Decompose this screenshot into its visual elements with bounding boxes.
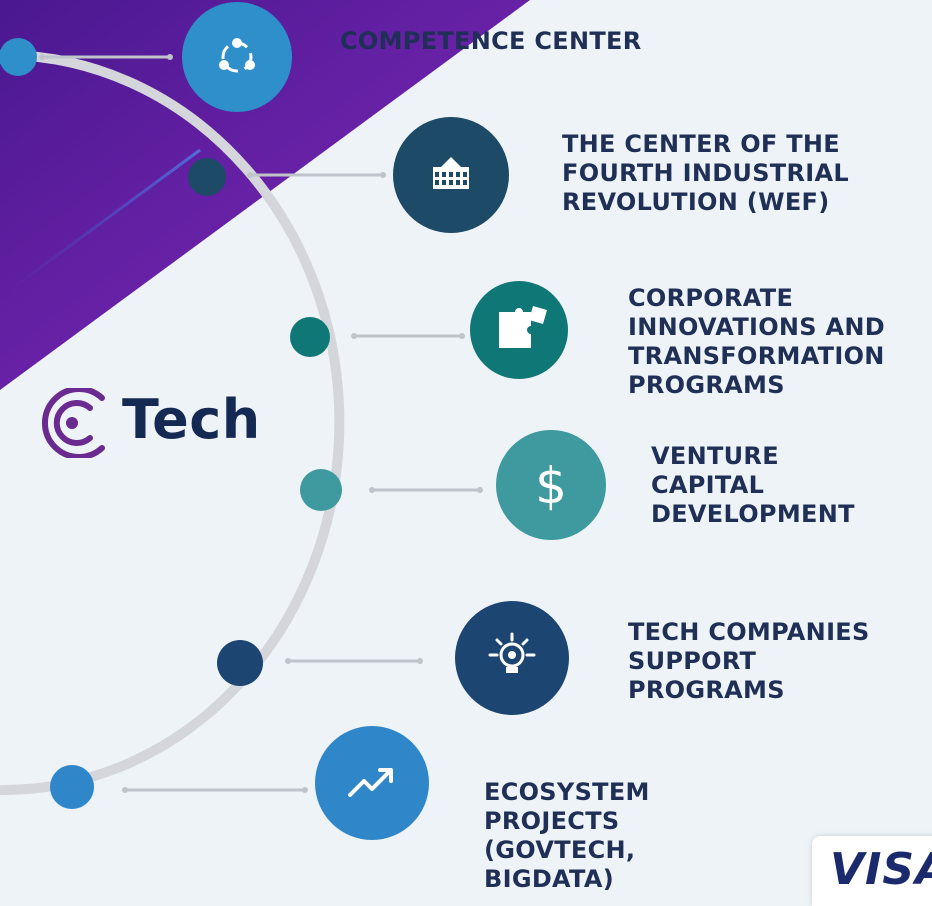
puzzle-icon	[499, 306, 547, 348]
timeline-dot	[0, 38, 37, 76]
item-label-line: DEVELOPMENT	[651, 500, 855, 528]
icon-circle	[496, 430, 606, 540]
connector-end	[39, 54, 45, 60]
share-network-icon	[219, 38, 255, 73]
connector-end	[247, 172, 253, 178]
item-icon-badge	[455, 601, 569, 715]
connector-end	[380, 172, 386, 178]
item-icon-badge	[182, 2, 292, 112]
building-icon	[433, 157, 469, 189]
item-label-line: SUPPORT	[628, 647, 757, 675]
timeline-dot	[188, 158, 226, 196]
item-label-line: TRANSFORMATION	[628, 342, 885, 370]
item-label-line: (GOVTECH,	[484, 836, 636, 864]
partner-logo: VISA	[812, 836, 932, 906]
item-label: COMPETENCE CENTER	[340, 27, 642, 56]
connector-end	[167, 54, 173, 60]
item-label-line: PROGRAMS	[628, 371, 785, 399]
connector-end	[477, 487, 483, 493]
connector-end	[302, 787, 308, 793]
connector-end	[351, 333, 357, 339]
item-label-line: VENTURE	[651, 442, 779, 470]
item-label-line: TECH COMPANIES	[628, 618, 870, 646]
connector-end	[369, 487, 375, 493]
connector-end	[417, 658, 423, 664]
c-rings-logo-icon	[42, 386, 105, 460]
brand-name: Tech	[122, 388, 261, 451]
timeline-dot	[50, 765, 94, 809]
timeline-dot	[290, 317, 330, 357]
item-label-line: CAPITAL	[651, 471, 765, 499]
dollar-icon: $	[535, 457, 567, 515]
item-label-line: CORPORATE	[628, 284, 794, 312]
trend-up-icon	[348, 768, 393, 797]
item-label-line: REVOLUTION (WEF)	[562, 188, 830, 216]
svg-text:$: $	[535, 457, 567, 515]
icon-circle	[315, 726, 429, 840]
icon-circle	[182, 2, 292, 112]
light-streak	[9, 148, 201, 292]
item-label-line: PROGRAMS	[628, 676, 785, 704]
item-icon-badge	[470, 281, 568, 379]
item-icon-badge: $	[496, 430, 606, 540]
brand-logo	[22, 386, 118, 460]
item-label-line: INNOVATIONS AND	[628, 313, 886, 341]
item-label-line: PROJECTS	[484, 807, 620, 835]
item-label-line: COMPETENCE CENTER	[340, 27, 642, 55]
item-icon-badge	[393, 117, 509, 233]
item-label-line: ECOSYSTEM	[484, 778, 650, 806]
timeline-dot	[300, 469, 342, 511]
item-label-line: FOURTH INDUSTRIAL	[562, 159, 849, 187]
item-icon-badge	[315, 726, 429, 840]
partner-logo-text: VISA	[830, 844, 932, 895]
timeline-dot	[217, 640, 263, 686]
connector-end	[459, 333, 465, 339]
connector-end	[122, 787, 128, 793]
timeline-arc	[0, 50, 345, 796]
item-label-line: BIGDATA)	[484, 865, 615, 893]
lightbulb-icon	[488, 632, 536, 673]
connector-end	[285, 658, 291, 664]
item-label-line: THE CENTER OF THE	[562, 130, 841, 158]
